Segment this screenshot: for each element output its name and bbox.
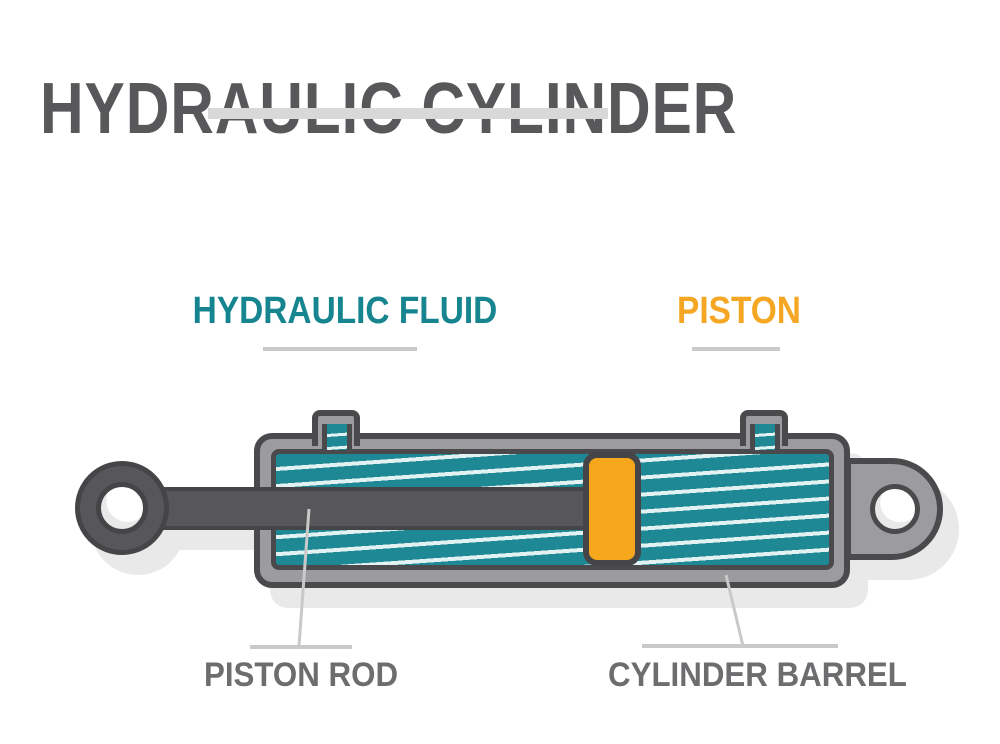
fluid-port-channel-right (750, 424, 780, 450)
hydraulic-fluid-underline (263, 347, 417, 351)
piston-rod (122, 487, 590, 530)
label-cylinder-barrel: CYLINDER BARREL (608, 656, 907, 694)
piston-rod-pointer-bar (250, 645, 352, 649)
label-piston: PISTON (677, 290, 801, 332)
label-piston-rod: PISTON ROD (203, 656, 399, 694)
fluid-port-channel-left (322, 424, 352, 450)
label-hydraulic-fluid: HYDRAULIC FLUID (192, 290, 498, 332)
piston-underline (692, 347, 780, 351)
rear-clevis-hole (870, 484, 920, 534)
front-eye-hole (96, 482, 148, 534)
piston (583, 452, 641, 566)
title-underline (208, 108, 608, 119)
cylinder-barrel-pointer-bar (642, 644, 838, 648)
